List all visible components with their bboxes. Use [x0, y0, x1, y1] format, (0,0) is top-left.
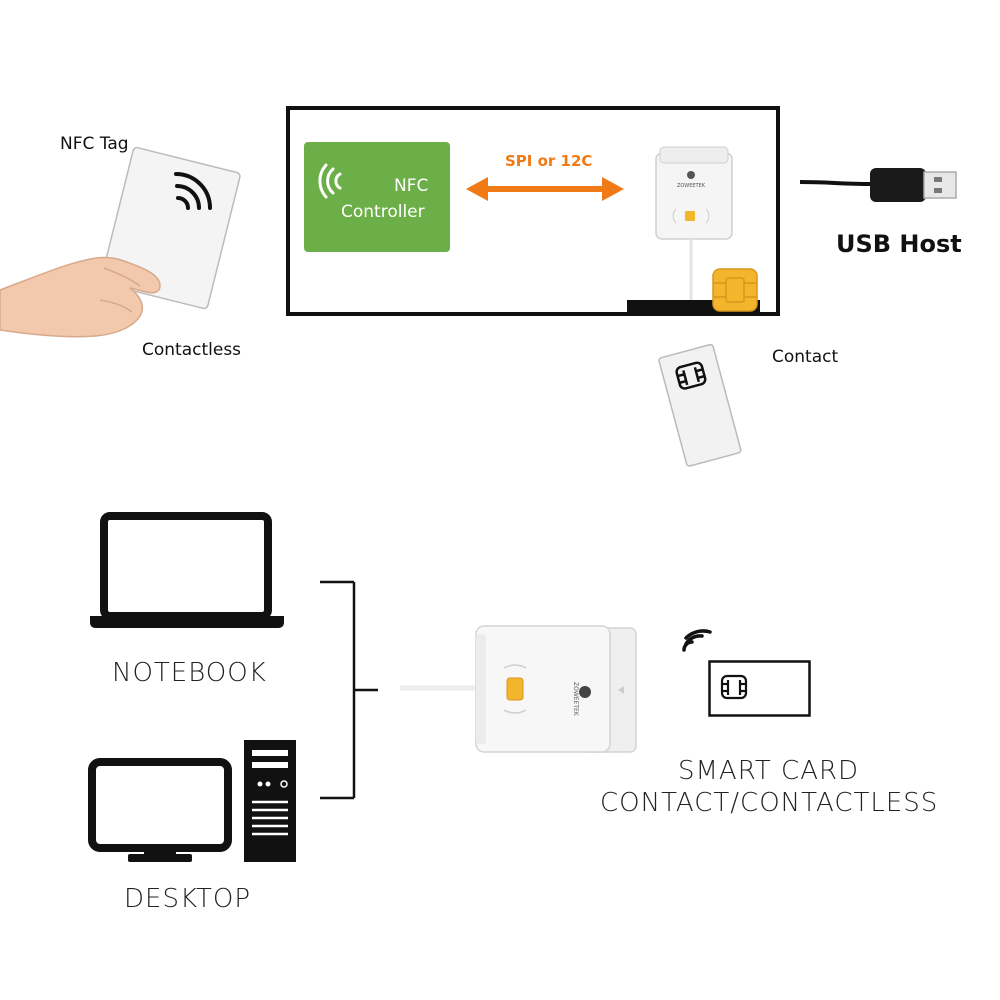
- hand-icon: [0, 256, 161, 338]
- usb-host-label: USB Host: [836, 230, 962, 258]
- reader-cable: [400, 685, 480, 691]
- nfc-controller-block: NFC Controller: [304, 142, 450, 252]
- contact-card: [658, 343, 742, 467]
- nfc-tag-card: [0, 146, 241, 338]
- controller-line1: NFC: [394, 176, 429, 196]
- desktop-label: DESKTOP: [124, 884, 252, 914]
- system-box: [286, 106, 780, 316]
- laptop-icon: [90, 512, 284, 628]
- contact-label: Contact: [772, 347, 839, 367]
- smart-card-label-line1: SMART CARD: [678, 756, 860, 786]
- bus-arrow: [466, 177, 624, 201]
- desktop-icon: [88, 740, 296, 862]
- nfc-tag-label: NFC Tag: [60, 134, 129, 154]
- sim-chip-icon: [675, 361, 707, 390]
- usb-plug-icon: [799, 168, 957, 202]
- card-reader-icon: ZOWEETEK: [655, 146, 733, 303]
- smart-card-label-line2: CONTACT/CONTACTLESS: [600, 788, 939, 818]
- smart-card-icon: [708, 660, 811, 717]
- controller-line2: Controller: [341, 202, 425, 222]
- nfc-waves-icon: [682, 629, 712, 652]
- sim-chip-icon: [712, 268, 758, 312]
- contactless-label: Contactless: [142, 340, 242, 360]
- nfc-waves-icon: [318, 163, 342, 199]
- reader-brand: ZOWEETEK: [572, 682, 579, 717]
- card-reader-icon: ZOWEETEK: [475, 625, 637, 753]
- nfc-waves-icon: [174, 172, 212, 210]
- sim-chip-icon: [720, 674, 748, 700]
- notebook-label: NOTEBOOK: [112, 658, 267, 688]
- bus-label: SPI or 12C: [505, 152, 593, 170]
- connection-bracket: [320, 580, 378, 800]
- reader-brand: ZOWEETEK: [677, 183, 706, 189]
